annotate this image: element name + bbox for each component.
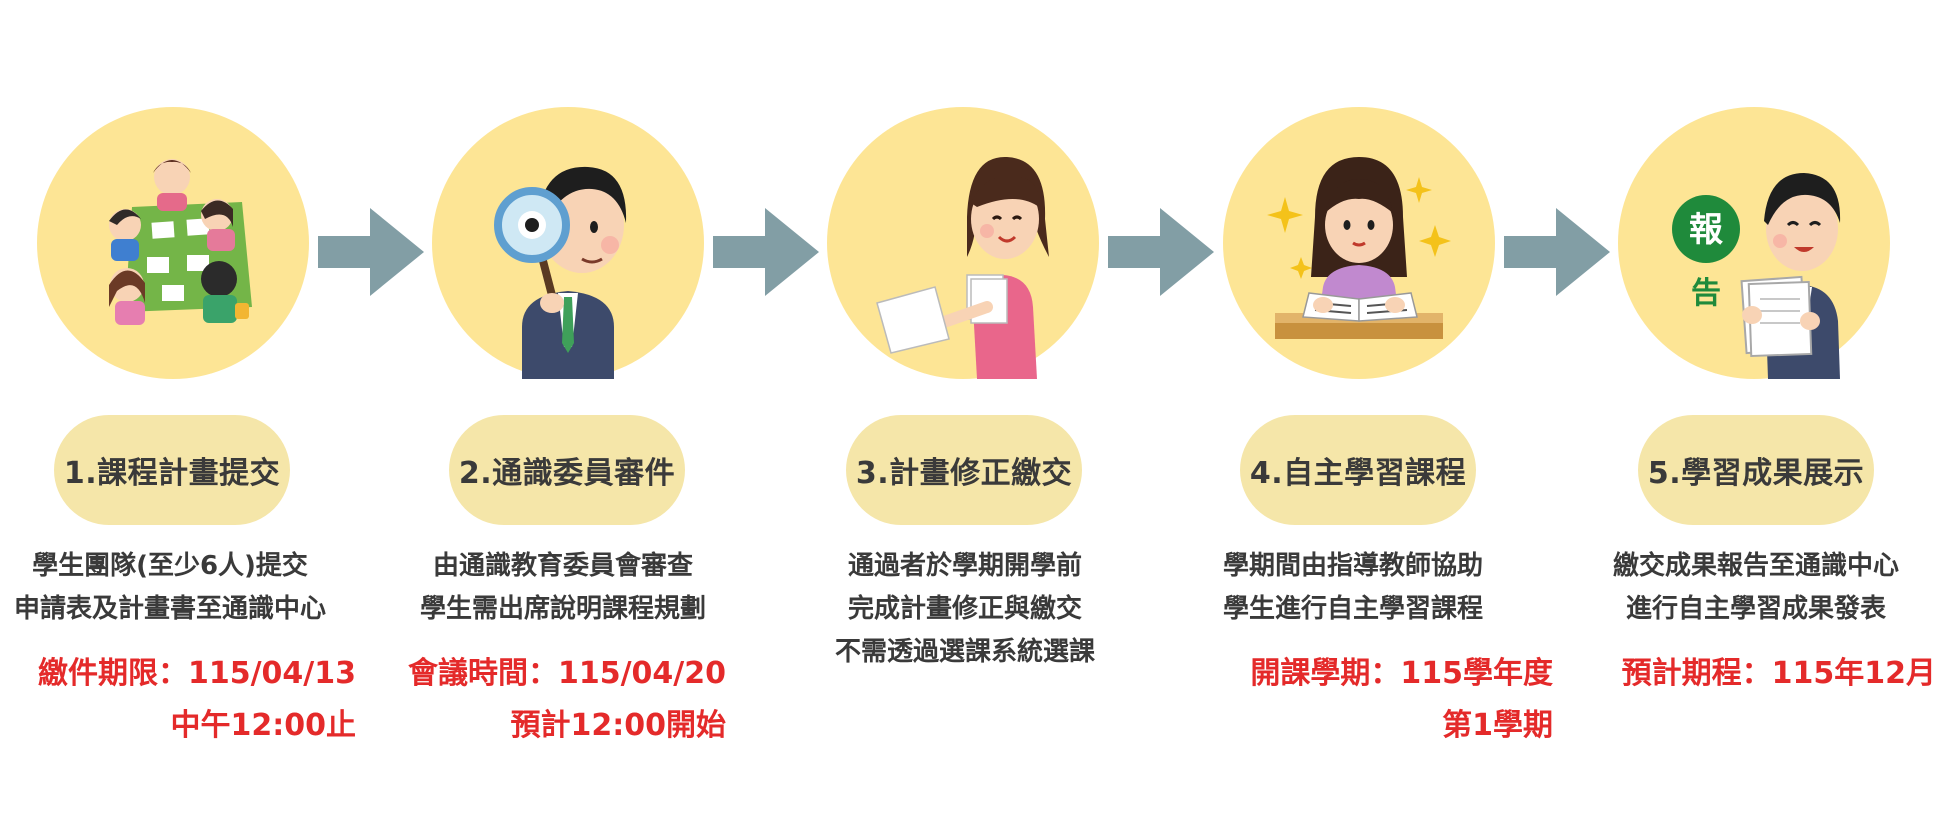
- arrow-right-icon: [1108, 208, 1214, 296]
- step-4-desc-line-2: 學生進行自主學習課程: [1222, 594, 1483, 624]
- step-3-desc-line-3: 不需透過選課系統選課: [834, 637, 1095, 667]
- step-1-title: 1.課程計畫提交: [63, 456, 281, 491]
- step-2-meeting-time: 會議時間：115/04/20 預計12:00開始: [346, 648, 726, 752]
- step-5: 報 告 5.學習成果展示 繳交成果報告至通識中心 進行自主學習成: [1560, 0, 1940, 840]
- team-meeting-illustration-icon: [109, 159, 252, 325]
- step-3-title: 3.計畫修正繳交: [855, 456, 1073, 491]
- step-4-title: 4.自主學習課程: [1249, 456, 1467, 491]
- step-4: 4.自主學習課程 學期間由指導教師協助 學生進行自主學習課程 開課學期：115學…: [1175, 0, 1555, 840]
- step-1-desc-line-1: 學生團隊(至少6人)提交: [32, 551, 308, 581]
- step-3-title-pill: 3.計畫修正繳交: [846, 415, 1082, 525]
- step-1-title-pill: 1.課程計畫提交: [54, 415, 290, 525]
- step-1-note-line-1: 繳件期限：115/04/13: [37, 656, 356, 691]
- step-5-title: 5.學習成果展示: [1647, 456, 1865, 491]
- arrow-right-icon: [318, 208, 424, 296]
- step-2-title-pill: 2.通識委員審件: [449, 415, 685, 525]
- step-2: 2.通識委員審件 由通識教育委員會審查 學生需出席說明課程規劃 會議時間：115…: [395, 0, 775, 840]
- report-presentation-illustration-icon: 報 告: [1672, 173, 1841, 379]
- submit-paper-illustration-icon: [876, 156, 1049, 379]
- step-2-desc-line-2: 學生需出席說明課程規劃: [419, 594, 706, 624]
- step-2-note-line-2: 預計12:00開始: [510, 708, 727, 743]
- step-1-desc-line-2: 申請表及計畫書至通識中心: [13, 594, 326, 624]
- step-2-title: 2.通識委員審件: [458, 456, 676, 491]
- step-4-note-line-1: 開課學期：115學年度: [1250, 656, 1553, 691]
- arrow-right-icon: [713, 208, 819, 296]
- inspector-magnifier-illustration-icon: [494, 166, 627, 379]
- arrow-right-icon: [1504, 208, 1610, 296]
- step-5-desc-line-2: 進行自主學習成果發表: [1625, 594, 1886, 624]
- step-5-note-line-1: 預計期程：115年12月: [1621, 656, 1936, 691]
- step-2-description: 由通識教育委員會審查 學生需出席說明課程規劃: [373, 545, 753, 631]
- step-5-title-pill: 5.學習成果展示: [1638, 415, 1874, 525]
- step-1-circle: [37, 107, 309, 379]
- report-badge-text: 報: [1689, 210, 1723, 250]
- step-1-note-line-2: 中午12:00止: [170, 708, 357, 743]
- step-4-description: 學期間由指導教師協助 學生進行自主學習課程: [1163, 545, 1543, 631]
- step-4-semester: 開課學期：115學年度 第1學期: [1173, 648, 1553, 752]
- step-3-circle: [827, 107, 1099, 379]
- step-5-desc-line-1: 繳交成果報告至通識中心: [1612, 551, 1899, 581]
- step-5-description: 繳交成果報告至通識中心 進行自主學習成果發表: [1566, 545, 1946, 631]
- step-4-title-pill: 4.自主學習課程: [1240, 415, 1476, 525]
- step-1: 1.課程計畫提交 學生團隊(至少6人)提交 申請表及計畫書至通識中心 繳件期限：…: [0, 0, 380, 840]
- step-4-circle: [1223, 107, 1495, 379]
- step-4-desc-line-1: 學期間由指導教師協助: [1222, 551, 1483, 581]
- step-2-circle: [432, 107, 704, 379]
- report-badge-subtext: 告: [1691, 276, 1721, 311]
- step-2-desc-line-1: 由通識教育委員會審查: [432, 551, 693, 581]
- step-4-note-line-2: 第1學期: [1442, 708, 1553, 743]
- step-5-circle: 報 告: [1618, 107, 1890, 379]
- step-3-desc-line-1: 通過者於學期開學前: [847, 551, 1082, 581]
- step-5-schedule: 預計期程：115年12月: [1556, 648, 1936, 700]
- step-3: 3.計畫修正繳交 通過者於學期開學前 完成計畫修正與繳交 不需透過選課系統選課: [775, 0, 1155, 840]
- step-1-deadline: 繳件期限：115/04/13 中午12:00止: [0, 648, 356, 752]
- step-2-note-line-1: 會議時間：115/04/20: [407, 656, 726, 691]
- step-3-desc-line-2: 完成計畫修正與繳交: [847, 594, 1082, 624]
- step-3-description: 通過者於學期開學前 完成計畫修正與繳交 不需透過選課系統選課: [775, 545, 1155, 674]
- study-book-illustration-icon: [1267, 157, 1451, 339]
- step-1-description: 學生團隊(至少6人)提交 申請表及計畫書至通識中心: [0, 545, 360, 631]
